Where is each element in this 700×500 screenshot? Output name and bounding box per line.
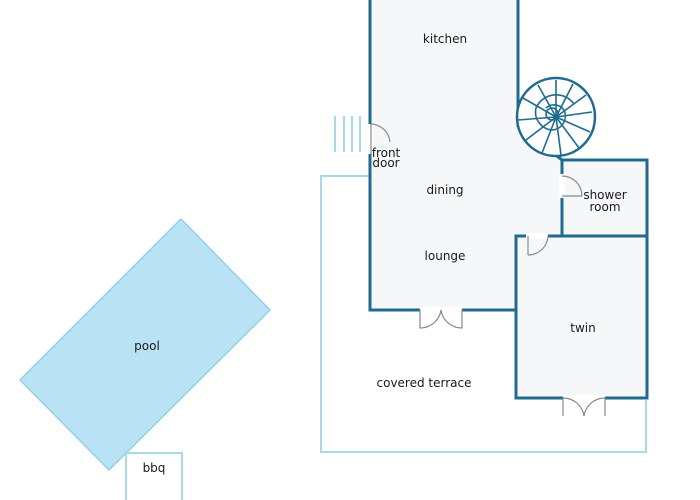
kitchen-label: kitchen	[423, 32, 467, 46]
spiral-staircase	[515, 76, 597, 158]
terrace-outline	[320, 175, 647, 453]
covered-terrace-label: covered terrace	[377, 376, 472, 390]
dining-label: dining	[426, 183, 463, 197]
shower-room-label-line1: shower	[583, 188, 626, 202]
bbq-area	[125, 452, 183, 500]
front-door-label-line2: door	[372, 156, 399, 170]
lounge-label: lounge	[425, 249, 466, 263]
twin-double-door	[562, 395, 606, 417]
front-door	[368, 123, 391, 154]
entry-steps	[334, 116, 361, 152]
bbq-label: bbq	[143, 461, 166, 475]
shower-room-walls	[560, 158, 649, 238]
shower-room-door	[559, 174, 583, 198]
lounge-double-door	[419, 307, 463, 329]
twin-room-door	[526, 233, 549, 256]
pool-label: pool	[134, 339, 160, 353]
front-door-label-line1: front	[372, 146, 401, 160]
twin-room-walls	[514, 234, 649, 400]
shower-room-label-line2: room	[589, 200, 620, 214]
twin-label: twin	[570, 321, 595, 335]
pool	[18, 217, 272, 472]
